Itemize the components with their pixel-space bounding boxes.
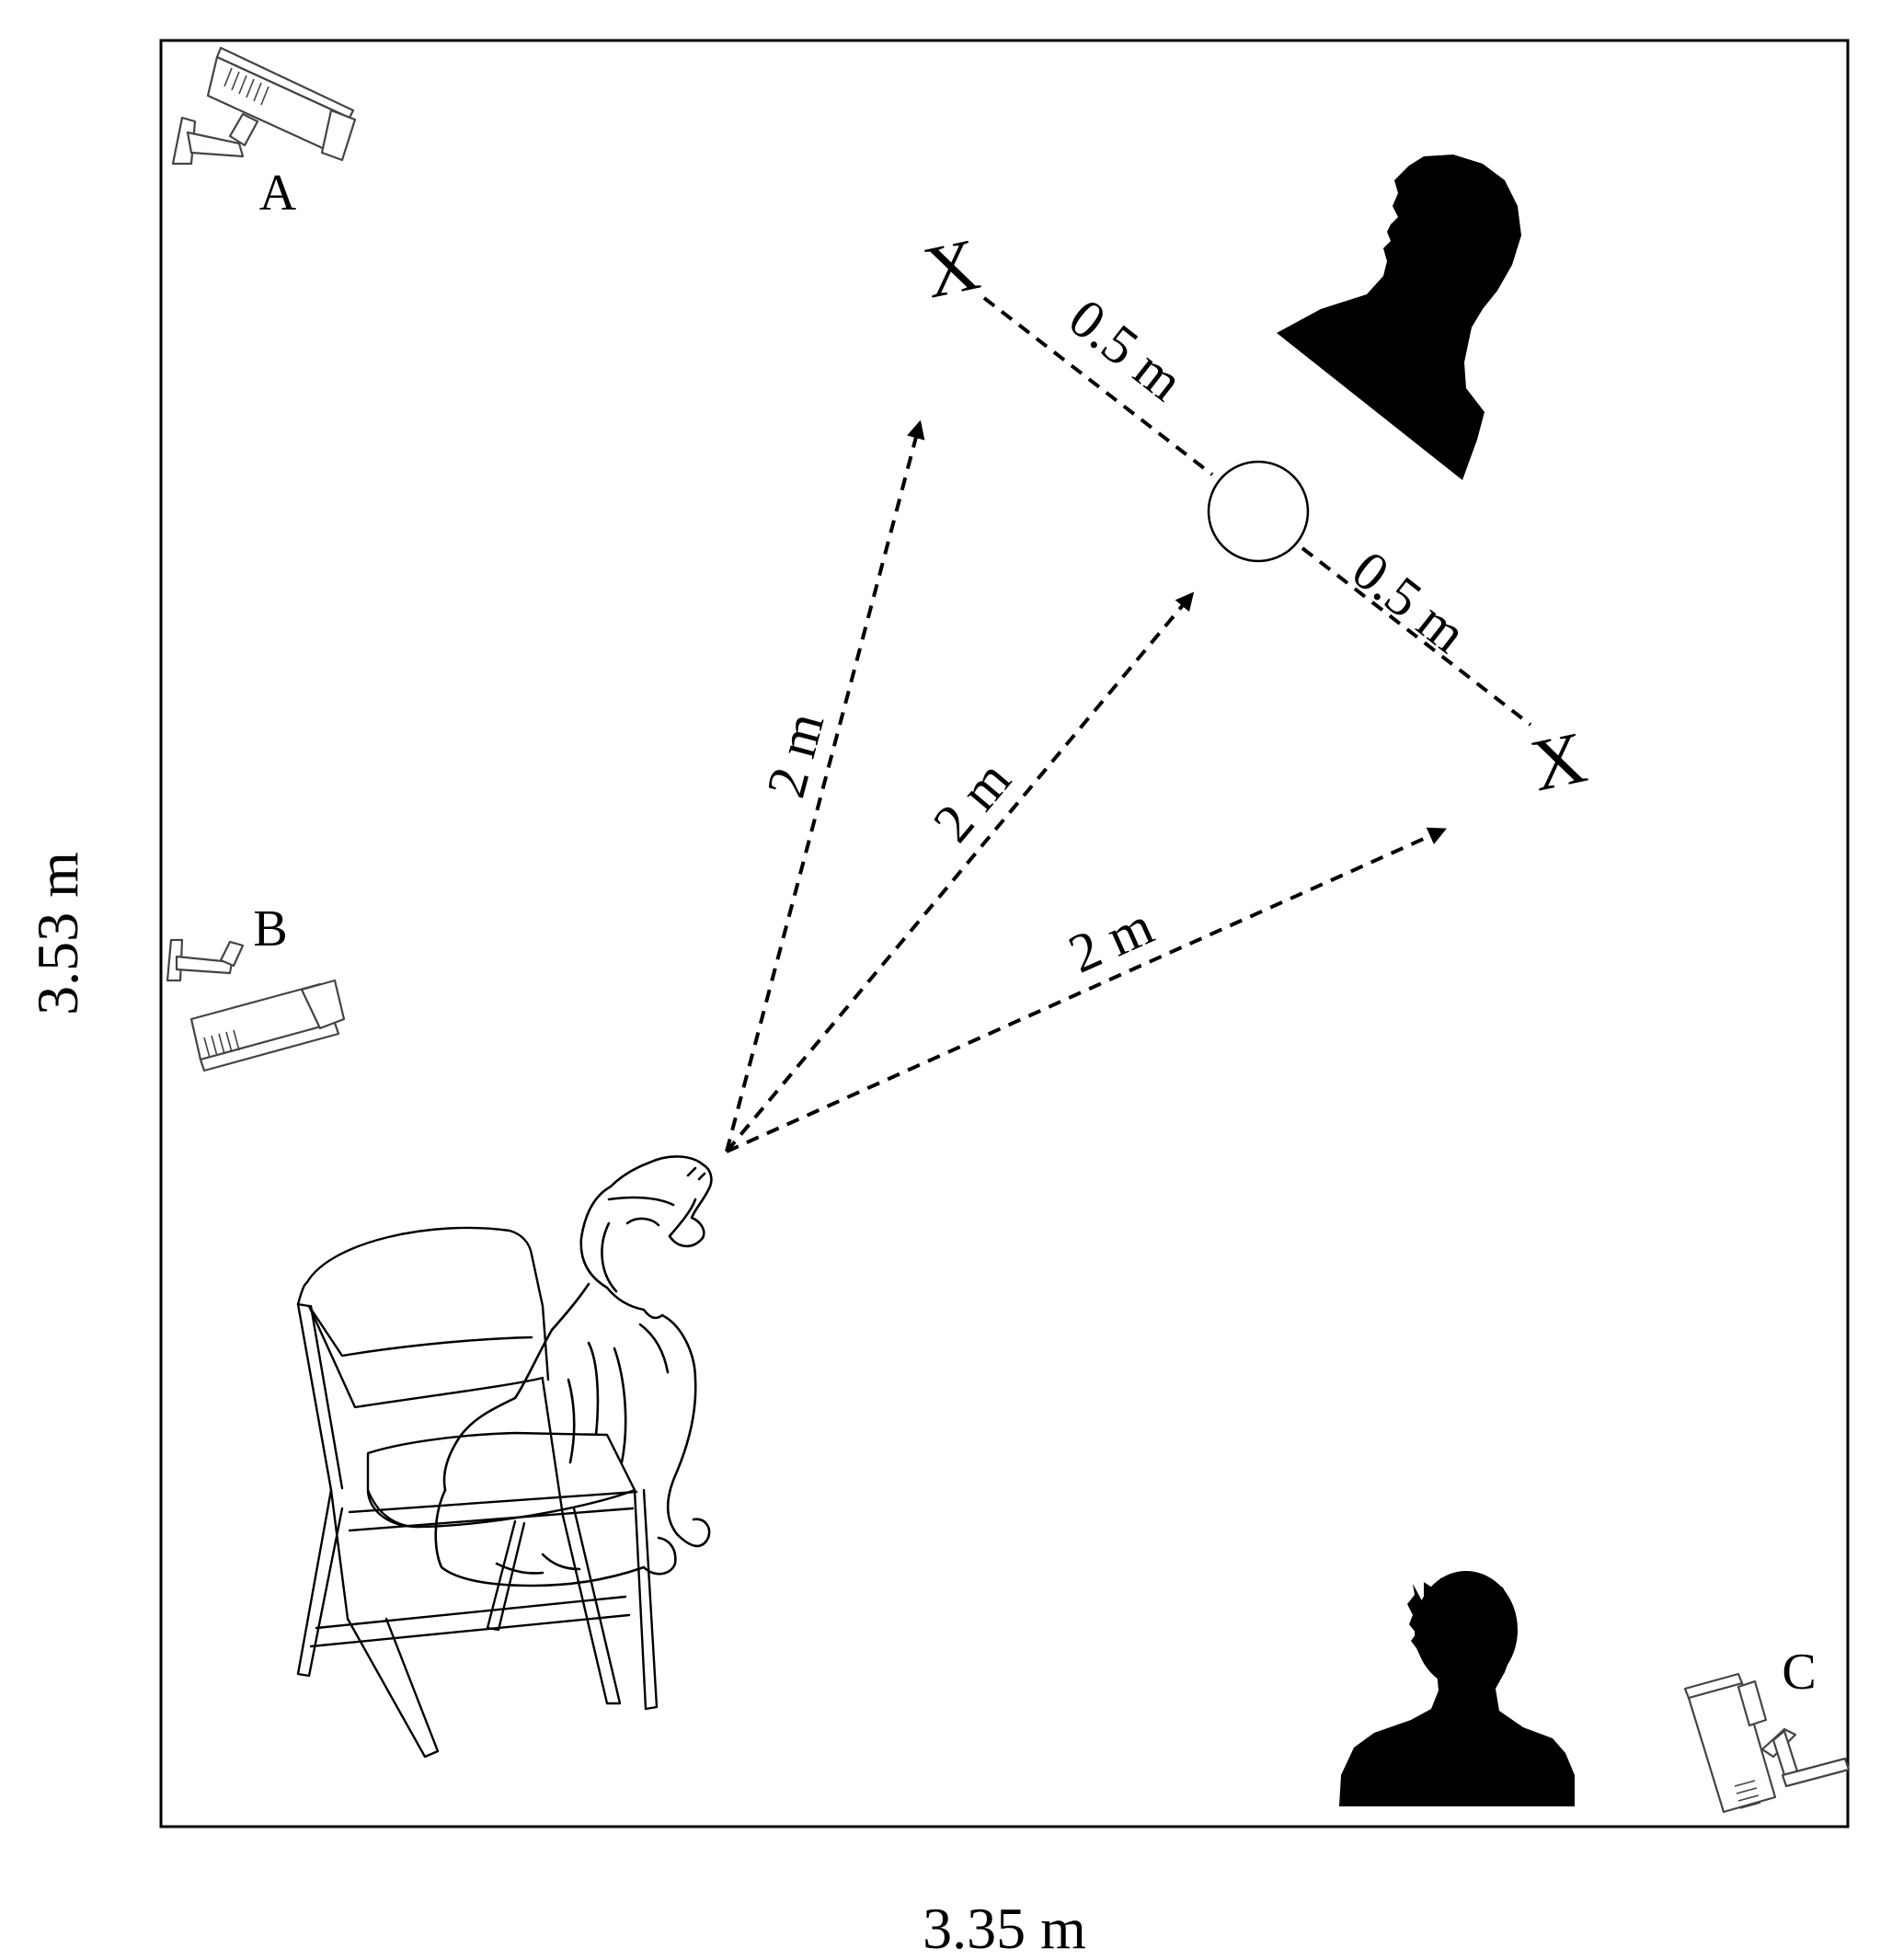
experimenter-silhouette	[1277, 155, 1521, 480]
center-object-circle	[1207, 460, 1310, 563]
camera-c-label: C	[1782, 1644, 1816, 1701]
arrow-dog-to-left-x	[725, 419, 925, 1152]
camera-a-icon	[171, 46, 357, 166]
room-height-label: 3.53 m	[25, 852, 90, 1015]
camera-b-icon	[166, 938, 346, 1072]
camera-b-label: B	[253, 900, 287, 957]
line-center-to-right-x	[1301, 546, 1532, 727]
camera-a-label: A	[259, 165, 297, 222]
label-center-to-right-x: 0.5 m	[1341, 539, 1477, 664]
arrow-dog-to-right-x	[726, 827, 1448, 1153]
owner-silhouette	[1339, 1571, 1575, 1806]
right-x-marker: X	[1524, 717, 1593, 808]
label-dog-to-right-x: 2 m	[1060, 895, 1163, 985]
label-center-to-left-x: 0.5 m	[1058, 287, 1194, 412]
camera-c-icon	[1683, 1672, 1851, 1814]
arrow-dog-to-center	[725, 591, 1195, 1153]
room-width-label: 3.35 m	[923, 1896, 1086, 1960]
label-dog-to-center: 2 m	[922, 750, 1022, 854]
chair-illustration	[296, 1226, 659, 1759]
dog-illustration	[434, 1155, 713, 1587]
line-center-to-left-x	[982, 296, 1214, 476]
room-boundary	[159, 39, 1850, 1828]
left-x-marker: X	[917, 224, 986, 315]
